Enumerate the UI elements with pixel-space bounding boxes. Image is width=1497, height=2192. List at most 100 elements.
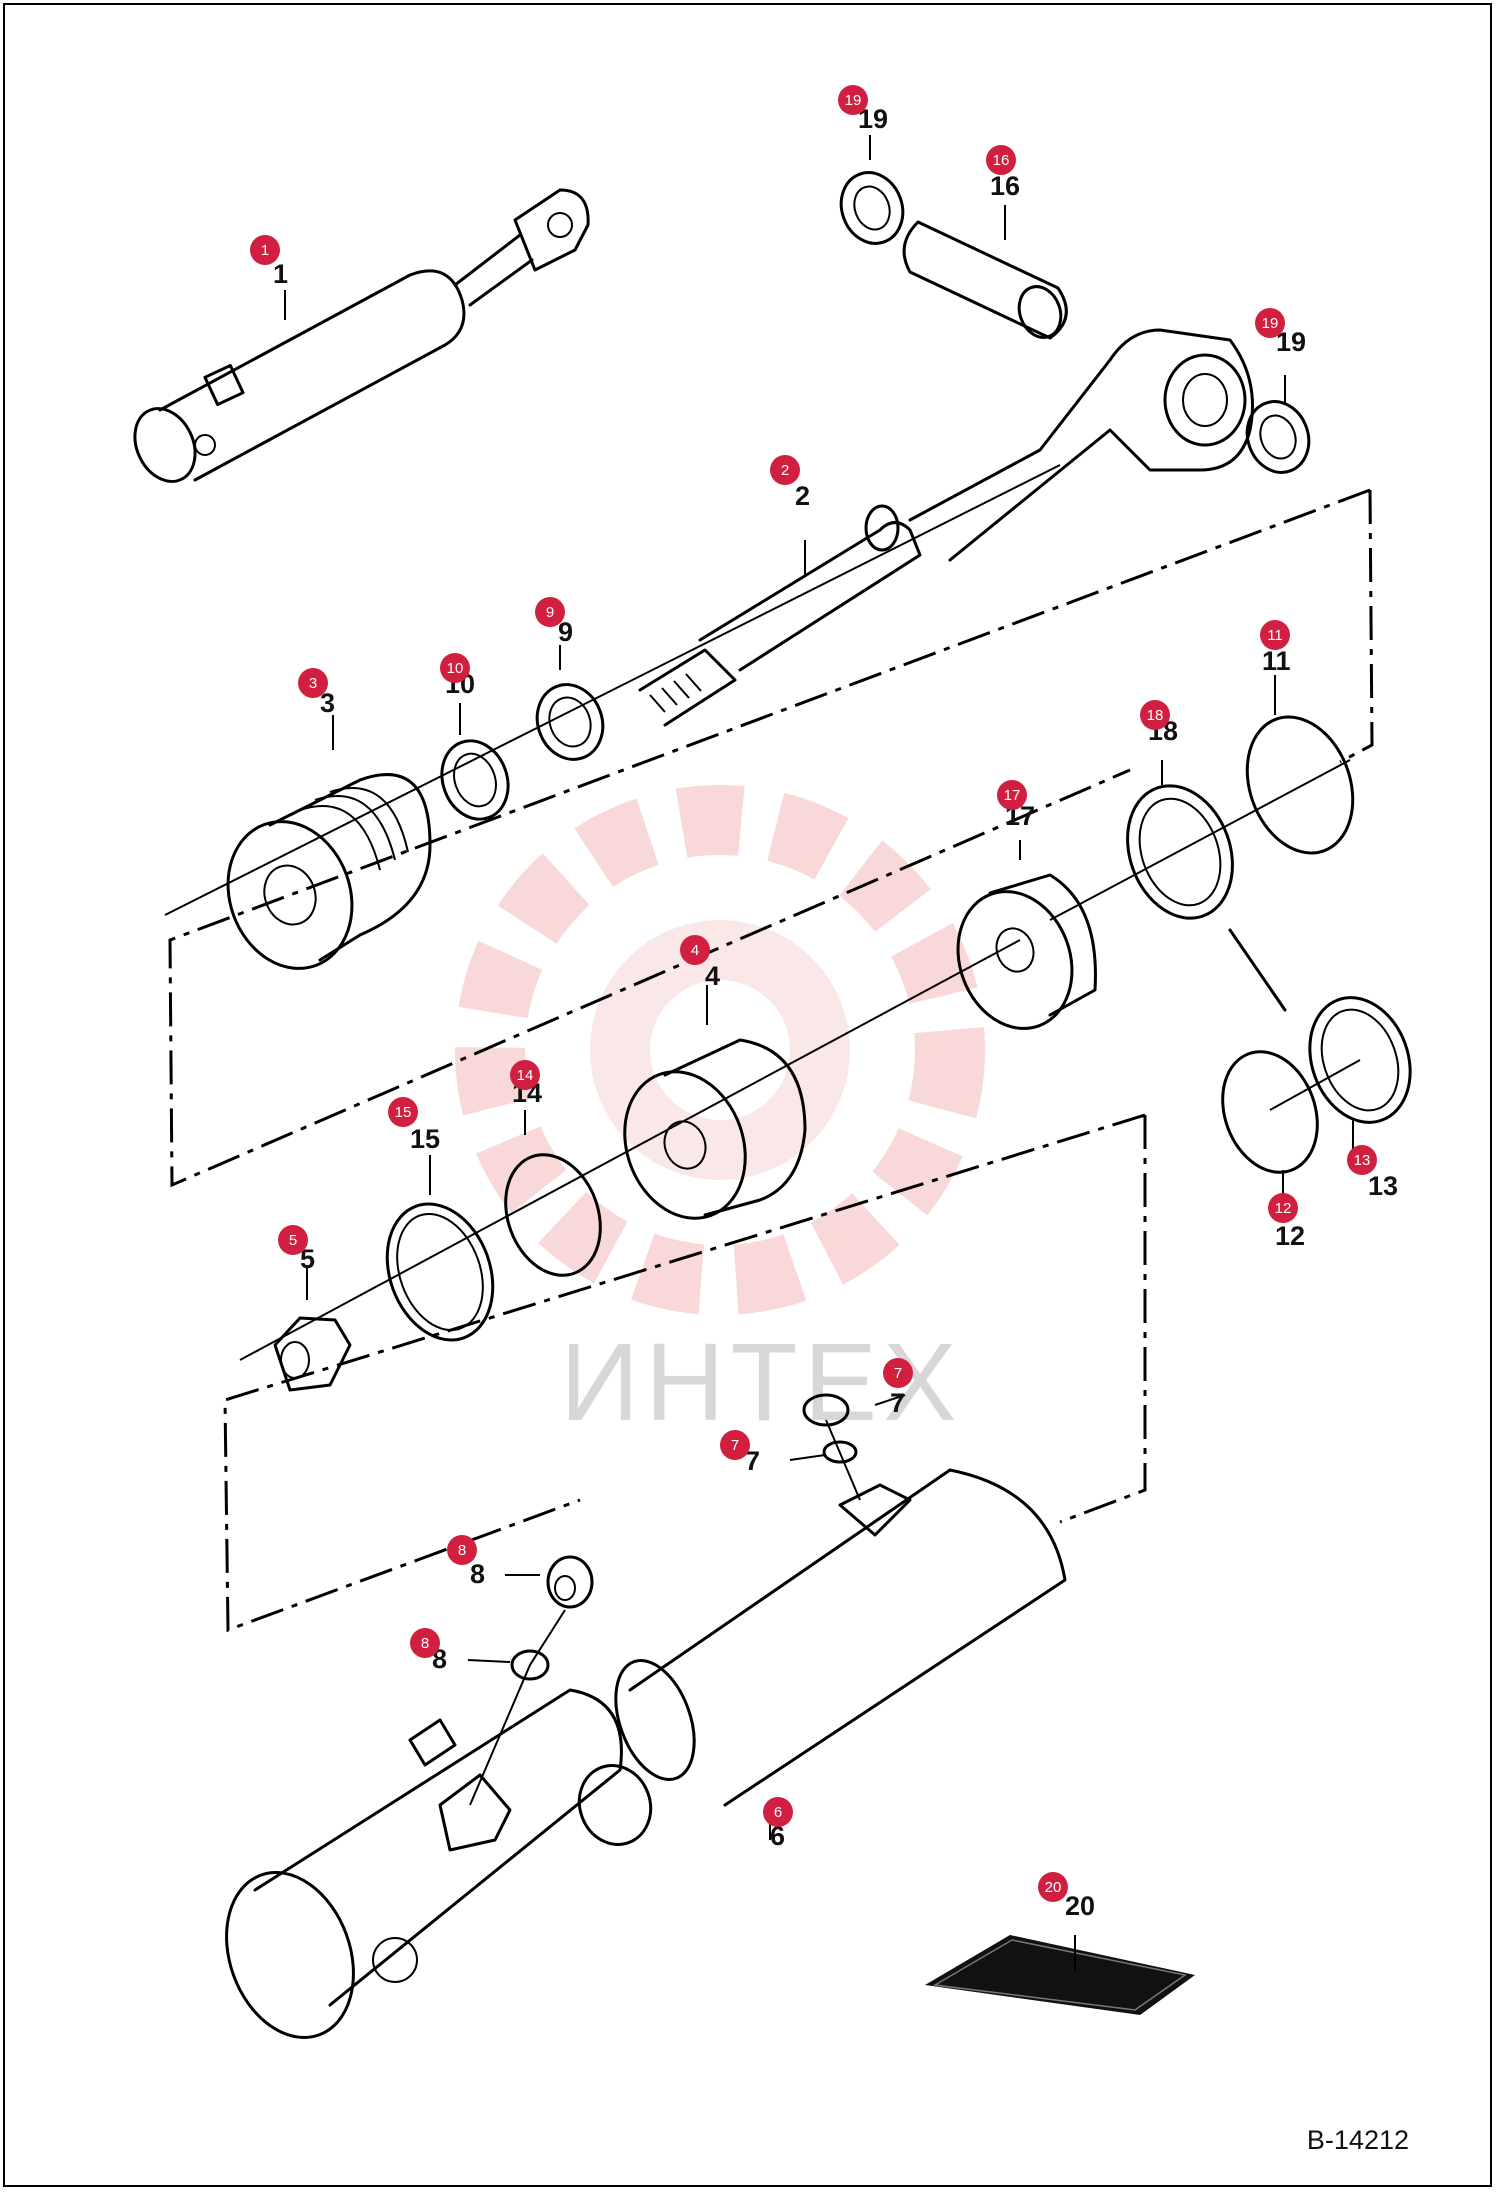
callout-circle[interactable] [535,597,565,627]
part-12-o-ring [1221,1050,1319,1174]
callout-badge-1[interactable]: 1 [250,235,280,265]
callout-label: 12 [1275,1200,1292,1217]
centerline-upper [168,488,1374,1188]
axis-line [164,464,1361,1361]
callout-circle[interactable] [680,935,710,965]
callout-circle[interactable] [986,145,1016,175]
callout-label: 14 [517,1067,534,1084]
part-8-o-ring-upper [822,1440,858,1464]
callout-circle[interactable] [1140,700,1170,730]
callout-badge-5[interactable]: 5 [278,1225,308,1255]
callout-badge-19[interactable]: 19 [838,85,868,115]
part-number-7: 7 [890,1388,905,1418]
callout-badge-3[interactable]: 3 [298,668,328,698]
callout-label: 9 [546,604,554,621]
part-2-rod [638,328,1254,727]
part-number-6: 6 [770,1821,785,1851]
callout-circle[interactable] [410,1628,440,1658]
callout-badge-12[interactable]: 12 [1268,1193,1298,1223]
callout-badge-19[interactable]: 19 [1255,308,1285,338]
callout-circle[interactable] [1347,1145,1377,1175]
callout-badge-8[interactable]: 8 [447,1535,477,1565]
part-20-decal [925,1935,1195,2015]
part-19-bushing-right [1245,400,1311,474]
callout-label: 10 [447,660,464,677]
callout-label: 11 [1267,627,1283,644]
callout-circle[interactable] [1038,1872,1068,1902]
callout-badge-14[interactable]: 14 [510,1060,540,1090]
part-number-15: 15 [410,1124,440,1154]
callout-badge-15[interactable]: 15 [388,1097,418,1127]
callout-label: 13 [1354,1152,1371,1169]
part-number-3: 3 [320,688,335,718]
callout-circle[interactable] [1268,1193,1298,1223]
callout-label: 18 [1147,707,1164,724]
part-number-2: 2 [795,481,810,511]
callout-circle[interactable] [720,1430,750,1460]
callout-label: 16 [993,152,1010,169]
callout-badge-20[interactable]: 20 [1038,1872,1068,1902]
callout-label: 5 [289,1232,297,1249]
callout-label: 19 [1262,315,1279,332]
callout-circle[interactable] [1255,308,1285,338]
callout-badge-4[interactable]: 4 [680,935,710,965]
centerline-lower [223,1113,1147,1633]
callout-circle[interactable] [1260,620,1290,650]
callout-label: 7 [731,1437,739,1454]
diagram-code: B-14212 [1306,2125,1409,2155]
callout-circle[interactable] [278,1225,308,1255]
part-3-gland-head [226,773,432,970]
callout-label: 8 [458,1542,466,1559]
part-1-cylinder-assembly [133,188,590,483]
part-7-plug-upper [802,1393,850,1427]
callout-badge-8[interactable]: 8 [410,1628,440,1658]
callout-circle[interactable] [447,1535,477,1565]
part-number-11: 11 [1262,646,1291,676]
callout-badge-6[interactable]: 6 [763,1797,793,1827]
callout-label: 2 [781,462,789,479]
callout-badge-18[interactable]: 18 [1140,700,1170,730]
callout-circle[interactable] [838,85,868,115]
part-15-ring [385,1202,495,1342]
callout-badge-13[interactable]: 13 [1347,1145,1377,1175]
callout-circle[interactable] [440,653,470,683]
callout-label: 1 [261,242,269,259]
part-11-o-ring [1245,715,1355,855]
part-13-ring [1308,996,1412,1124]
callout-circle[interactable] [298,668,328,698]
part-number-13: 13 [1368,1171,1398,1201]
part-4-piston [623,1038,807,1220]
callout-label: 17 [1004,787,1021,804]
part-10-wiper [440,739,510,821]
part-18-ring [1126,784,1234,920]
callout-circle[interactable] [510,1060,540,1090]
callout-badge-10[interactable]: 10 [440,653,470,683]
callout-badge-9[interactable]: 9 [535,597,565,627]
callout-badge-17[interactable]: 17 [997,780,1027,810]
part-17-spacer [956,873,1097,1030]
callout-label: 3 [309,675,317,692]
callout-badge-11[interactable]: 11 [1260,620,1290,650]
callout-circle[interactable] [883,1358,913,1388]
leader-ring-set [1228,928,1287,1012]
callout-circle[interactable] [250,235,280,265]
part-number-20: 20 [1065,1891,1095,1921]
drawing-frame [3,3,1492,2187]
callout-circle[interactable] [388,1097,418,1127]
part-number-8: 8 [470,1559,485,1589]
callout-badge-16[interactable]: 16 [986,145,1016,175]
callout-label: 6 [774,1804,782,1821]
callout-circle[interactable] [763,1797,793,1827]
callout-badge-2[interactable]: 2 [770,455,800,485]
callout-circle[interactable] [770,455,800,485]
callout-circle[interactable] [997,780,1027,810]
callout-label: 8 [421,1635,429,1652]
part-number-12: 12 [1275,1221,1305,1251]
callout-label: 4 [691,942,699,959]
part-8-o-ring-lower [510,1649,550,1681]
part-number-4: 4 [705,961,720,991]
callout-badge-7[interactable]: 7 [720,1430,750,1460]
part-14-o-ring [504,1153,602,1277]
callout-badge-7[interactable]: 7 [883,1358,913,1388]
